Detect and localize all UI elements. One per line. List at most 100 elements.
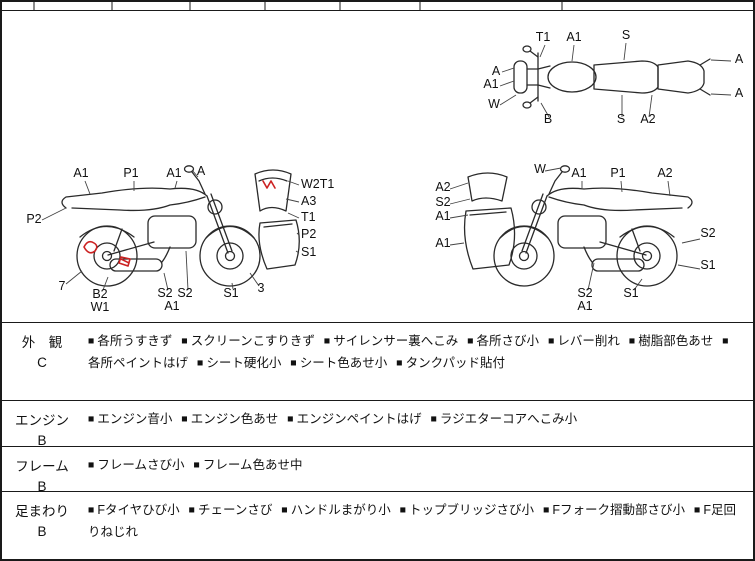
header-grid-lines	[2, 2, 753, 11]
grade-value: B	[37, 524, 47, 539]
bullet-icon: ■	[88, 413, 95, 425]
defect-text: F足回りねじれ	[88, 503, 737, 540]
category-cell: フレーム B	[2, 447, 82, 494]
defect-text: 各所さび小	[476, 334, 540, 348]
defect-item: ■タンクパッド貼付	[396, 356, 505, 370]
diagram-label: P1	[610, 166, 625, 180]
diagram-label: 7	[59, 279, 66, 293]
label-leader-line	[185, 250, 189, 291]
label-leader-line	[191, 169, 199, 178]
bullet-icon: ■	[88, 459, 95, 471]
diagram-label: A	[735, 86, 744, 100]
diagram-label: A	[197, 164, 206, 178]
defect-item: ■エンジン色あせ	[181, 412, 278, 426]
label-leader-line	[710, 93, 732, 96]
diagram-label: A1	[577, 299, 592, 313]
category-cell: 足まわり B	[2, 492, 82, 559]
label-leader-line	[499, 80, 515, 87]
diagram-label: A1	[164, 299, 179, 313]
bullet-icon: ■	[548, 335, 555, 347]
defect-item: ■サイレンサー裏へこみ	[324, 334, 458, 348]
damage-mark	[262, 180, 276, 189]
defect-text: Fタイヤひび小	[97, 503, 180, 517]
defect-item: ■シート硬化小	[197, 356, 281, 370]
label-leader-line	[667, 180, 671, 197]
cowl-part	[467, 172, 508, 202]
label-leader-line	[231, 282, 234, 290]
defect-item: ■エンジンペイントはげ	[287, 412, 421, 426]
defect-item: ■レバー削れ	[548, 334, 620, 348]
label-leader-line	[501, 67, 515, 73]
diagram-label: B	[544, 112, 552, 126]
label-leader-line	[287, 212, 300, 219]
diagram-label: S1	[301, 245, 316, 259]
diagram-label: S2	[435, 195, 450, 209]
label-leader-line	[623, 42, 627, 61]
defect-item: ■トップブリッジさび小	[400, 503, 534, 517]
label-leader-line	[285, 198, 300, 203]
defect-text: シート色あせ小	[299, 356, 388, 371]
motorcycle-top-outline	[513, 45, 711, 109]
diagram-label: P1	[123, 166, 138, 180]
windscreen-part	[254, 169, 292, 212]
defect-items: ■各所うすきず■スクリーンこすりきず■サイレンサー裏へこみ■各所さび小■レバー削…	[82, 323, 753, 400]
defect-text: エンジン音小	[97, 412, 173, 426]
label-leader-line	[163, 272, 169, 291]
label-leader-line	[449, 214, 469, 219]
label-leader-line	[449, 242, 465, 246]
label-leader-line	[681, 238, 701, 244]
defect-item: ■フレームさび小	[88, 458, 184, 472]
inspection-row-frame: フレーム B ■フレームさび小■フレーム色あせ中	[2, 446, 753, 494]
bullet-icon: ■	[88, 335, 95, 347]
bullet-icon: ■	[543, 504, 550, 516]
defect-text: シート硬化小	[206, 356, 282, 371]
side-panel-part	[463, 207, 516, 270]
diagram-label: A1	[483, 77, 498, 91]
label-leader-line	[102, 276, 109, 291]
diagram-label: S2	[700, 226, 715, 240]
diagram-label: P2	[301, 227, 316, 241]
defect-item: ■エンジン音小	[88, 412, 172, 426]
label-leader-line	[540, 102, 550, 118]
diagram-label: W2T1	[301, 177, 334, 191]
bullet-icon: ■	[467, 335, 474, 347]
diagram-label: A2	[640, 112, 655, 126]
diagram-label: A2	[657, 166, 672, 180]
defect-text: フレームさび小	[97, 458, 185, 472]
diagram-label: A1	[435, 236, 450, 250]
defect-item: ■各所うすきず	[88, 334, 172, 348]
defect-text: チェーンさび	[197, 503, 273, 517]
bullet-icon: ■	[197, 357, 204, 370]
bullet-icon: ■	[281, 504, 288, 516]
label-leader-line	[249, 272, 260, 287]
label-leader-line	[499, 94, 517, 106]
defect-text: タンクパッド貼付	[405, 356, 505, 371]
bullet-icon: ■	[193, 459, 200, 471]
grade-value: B	[37, 433, 47, 448]
inspection-row-undercarriage: 足まわり B ■Fタイヤひび小■チェーンさび■ハンドルまがり小■トップブリッジさ…	[2, 491, 753, 559]
bullet-icon: ■	[628, 335, 636, 347]
bullet-icon: ■	[399, 504, 407, 516]
defect-item: ■スクリーンこすりきず	[181, 334, 314, 348]
diagram-label: S1	[223, 286, 238, 300]
defect-item: ■樹脂部色あせ	[629, 334, 713, 348]
label-leader-line	[633, 278, 643, 291]
diagram-label: P2	[26, 212, 41, 226]
diagram-label: S	[622, 28, 630, 42]
label-leader-line	[295, 250, 300, 254]
label-leader-line	[449, 198, 471, 205]
diagram-label: W1	[91, 300, 110, 314]
diagram-label: S2	[157, 286, 172, 300]
diagram-label: A2	[435, 180, 450, 194]
diagram-label: A3	[301, 194, 316, 208]
defect-text: 各所うすきず	[97, 334, 173, 348]
label-leader-line	[587, 262, 595, 291]
inspection-table: 外 観 C ■各所うすきず■スクリーンこすりきず■サイレンサー裏へこみ■各所さび…	[2, 322, 753, 559]
bullet-icon: ■	[694, 504, 701, 516]
defect-items: ■Fタイヤひび小■チェーンさび■ハンドルまがり小■トップブリッジさび小■Fフォー…	[82, 492, 753, 559]
